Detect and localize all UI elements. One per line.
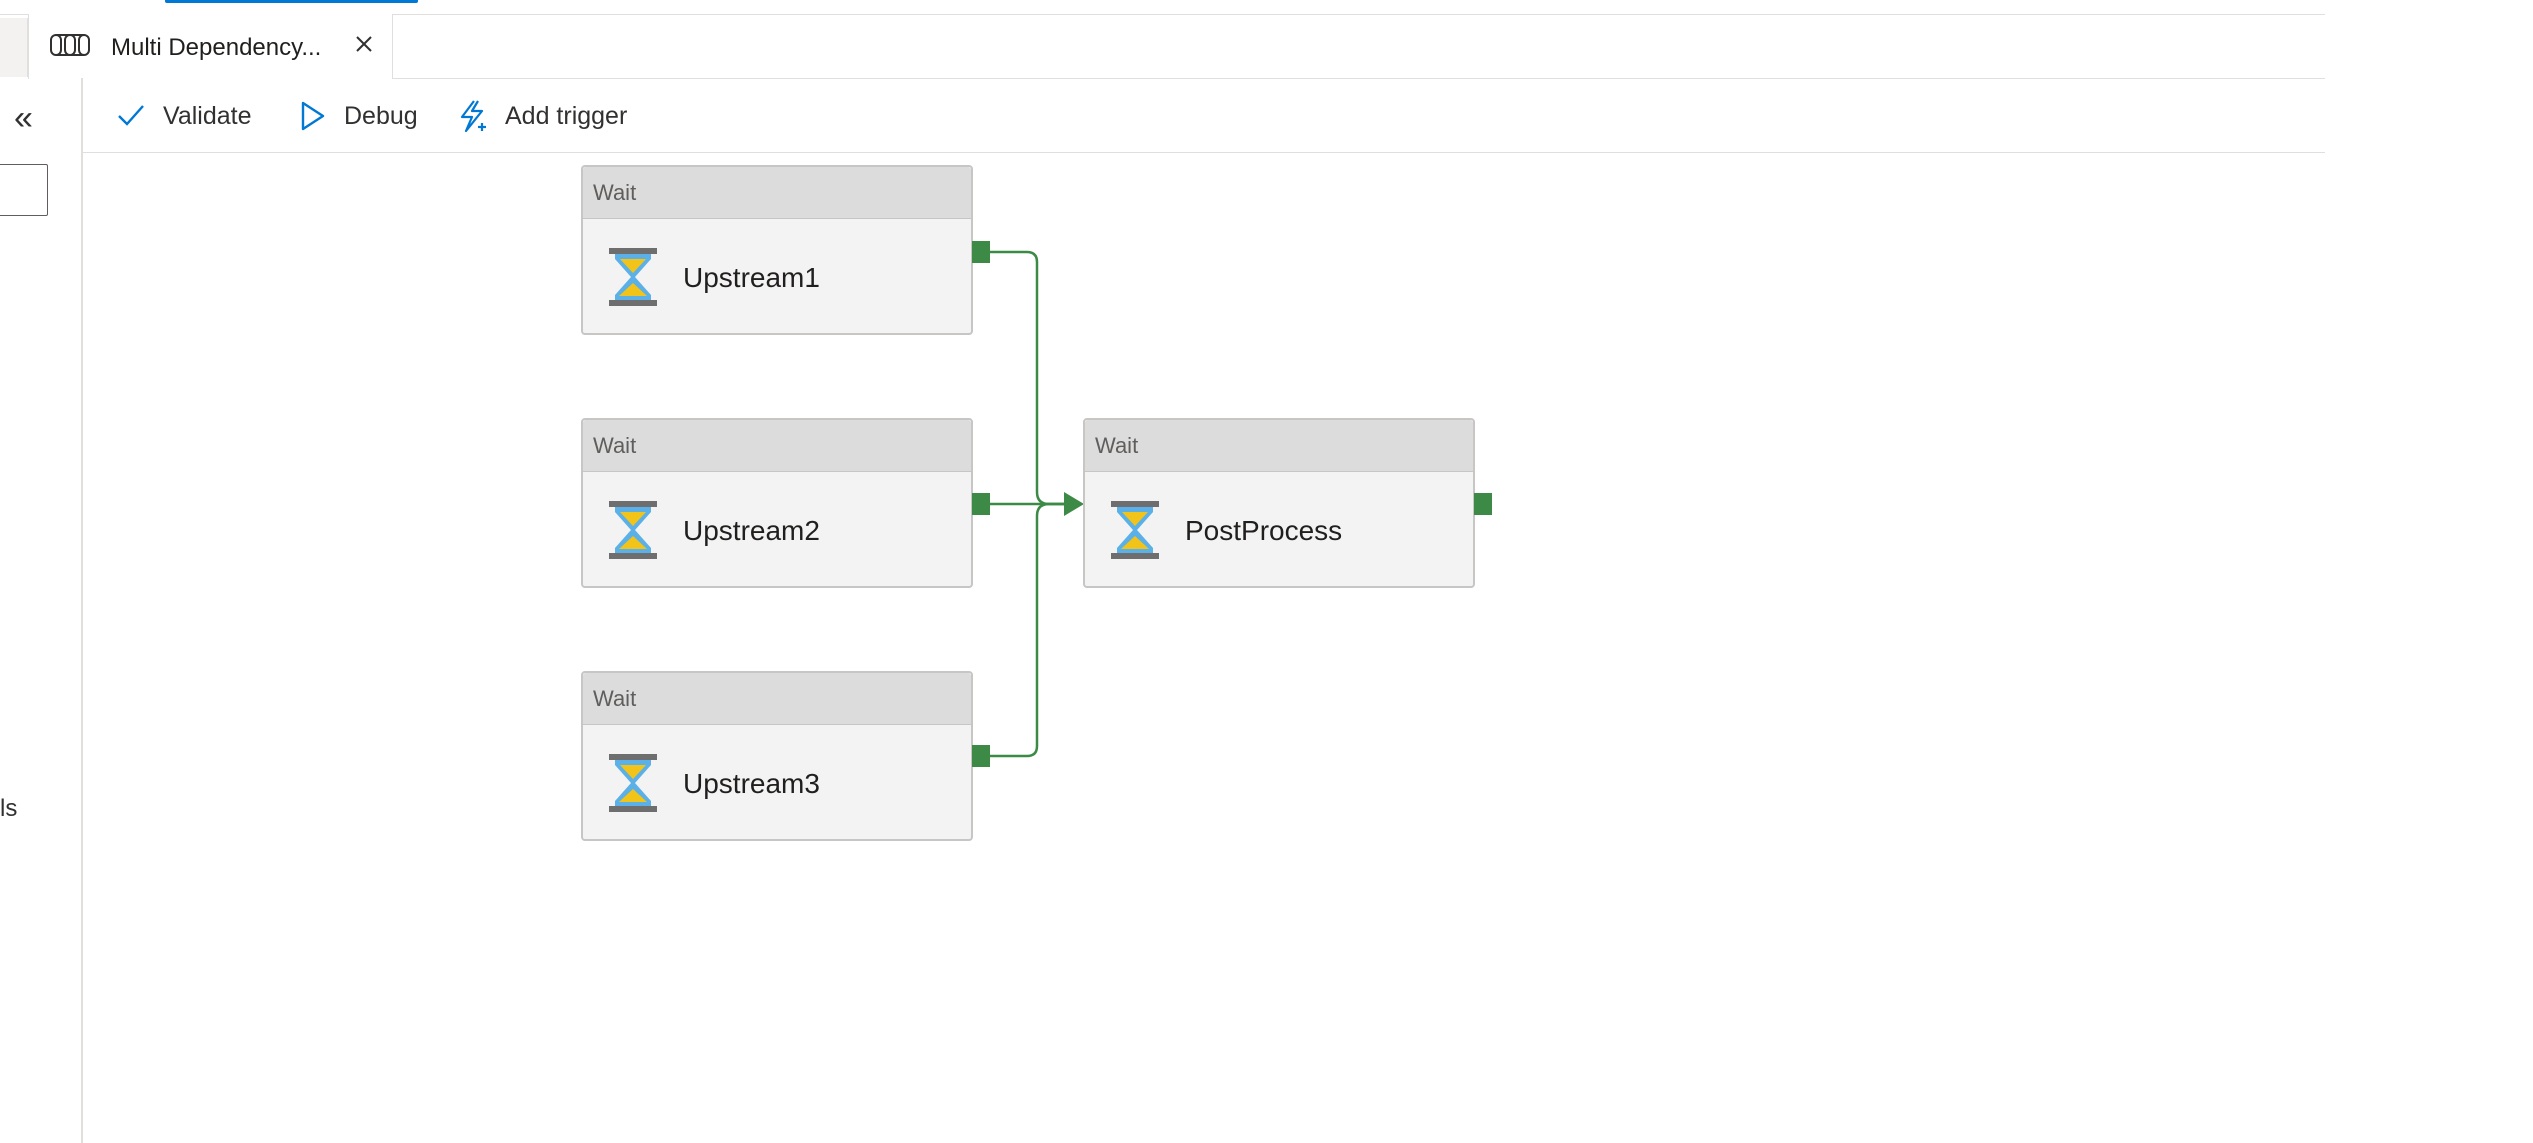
validate-label: Validate xyxy=(163,101,252,130)
close-icon[interactable] xyxy=(352,32,376,56)
pipeline-icon xyxy=(50,34,90,56)
activity-type-label: Wait xyxy=(583,673,971,725)
lightning-add-icon xyxy=(460,100,486,133)
previous-tab-stub[interactable] xyxy=(0,18,28,77)
toolbar-divider xyxy=(83,152,2325,153)
left-pane-border xyxy=(81,78,83,1143)
arrowhead xyxy=(1064,492,1084,516)
checkmark-icon xyxy=(118,105,144,126)
collapse-pane-button[interactable]: « xyxy=(14,99,33,137)
active-indicator xyxy=(165,0,418,3)
activity-postprocess[interactable]: Wait PostProcess xyxy=(1083,418,1475,588)
top-divider xyxy=(0,14,2325,15)
hourglass-icon xyxy=(1111,501,1159,559)
hourglass-icon xyxy=(609,248,657,306)
add-trigger-button[interactable]: Add trigger xyxy=(456,96,627,136)
hourglass-icon xyxy=(609,754,657,812)
tab-title: Multi Dependency... xyxy=(111,34,322,61)
activity-name: Upstream1 xyxy=(683,262,820,293)
debug-label: Debug xyxy=(344,101,418,130)
add-trigger-label: Add trigger xyxy=(505,101,628,130)
activity-type-label: Wait xyxy=(1085,420,1473,472)
activity-name: Upstream2 xyxy=(683,515,820,546)
validate-button[interactable]: Validate xyxy=(114,96,252,136)
activity-type-label: Wait xyxy=(583,167,971,219)
hourglass-icon xyxy=(609,501,657,559)
search-input[interactable] xyxy=(0,164,48,216)
activity-upstream1[interactable]: Wait Upstream1 xyxy=(581,165,973,335)
success-port-upstream1[interactable] xyxy=(972,241,990,263)
success-port-upstream3[interactable] xyxy=(972,745,990,767)
edge-upstream3-to-postprocess xyxy=(988,502,1064,758)
success-port-postprocess[interactable] xyxy=(1474,493,1492,515)
play-icon xyxy=(301,101,325,131)
success-port-upstream2[interactable] xyxy=(972,493,990,515)
left-pane-label: ls xyxy=(0,795,18,822)
activity-name: PostProcess xyxy=(1185,515,1343,546)
tab-multi-dependency[interactable]: Multi Dependency... xyxy=(28,14,393,79)
debug-button[interactable]: Debug xyxy=(295,96,418,136)
edge-upstream1-to-postprocess xyxy=(988,250,1064,506)
tabstrip-divider xyxy=(393,78,2325,79)
activity-name: Upstream3 xyxy=(683,768,820,799)
activity-type-label: Wait xyxy=(583,420,971,472)
activity-upstream3[interactable]: Wait Upstream3 xyxy=(581,671,973,841)
activity-upstream2[interactable]: Wait Upstream2 xyxy=(581,418,973,588)
